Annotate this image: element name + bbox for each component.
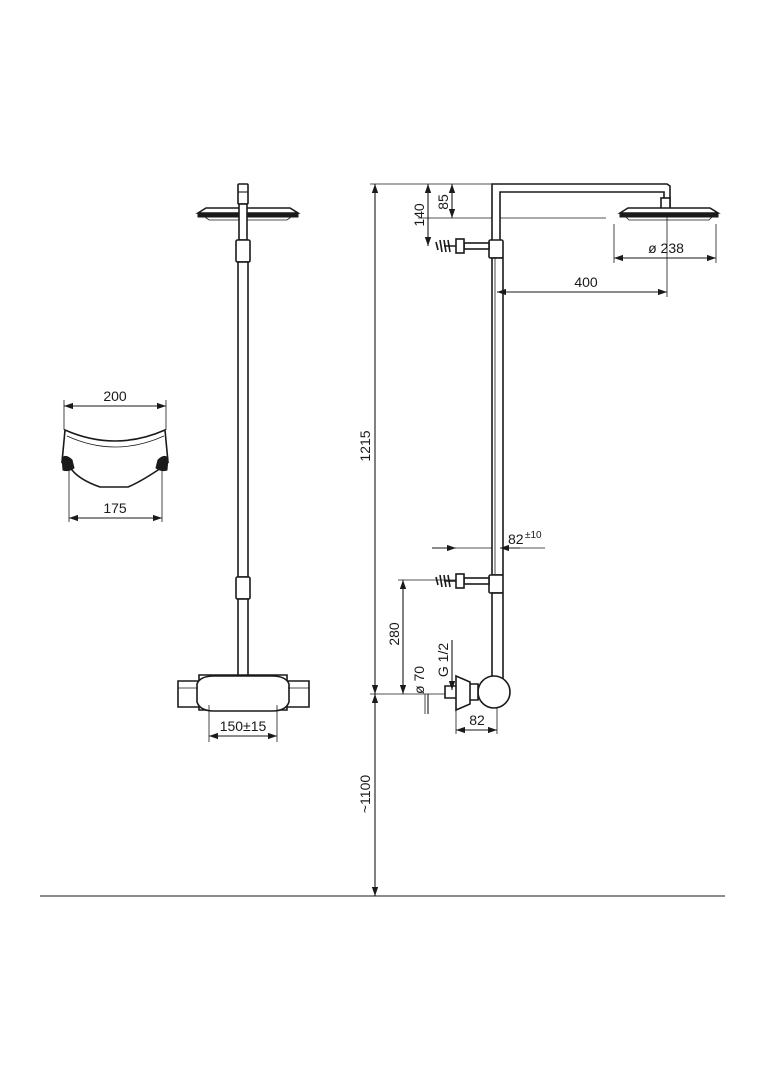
dim-head-width: 200	[103, 388, 127, 404]
dim-arm-projection: 400	[574, 274, 598, 290]
mixer-top-view	[61, 400, 169, 522]
dim-mixer-centers: 150±15	[220, 718, 267, 734]
shower-side-view	[435, 183, 721, 712]
shower-front-view	[177, 183, 310, 742]
dim-escutcheon-diameter: ø 70	[411, 666, 427, 694]
dim-head-diameter: ø 238	[648, 240, 684, 256]
dim-mixer-depth: 175	[103, 500, 127, 516]
dim-bracket-offset: 82	[508, 531, 524, 547]
dim-overall-height: 1215	[357, 430, 373, 461]
dim-arm-height: 85	[435, 194, 451, 210]
dim-inlet-thread: G 1/2	[435, 643, 451, 677]
dim-wall-offset: 82	[469, 712, 485, 728]
dim-bracket-tolerance: ±10	[525, 530, 542, 541]
dim-floor-height: ~1100	[357, 775, 373, 813]
dim-arm-drop: 140	[411, 203, 427, 227]
dim-bracket-spacing: 280	[386, 622, 402, 646]
